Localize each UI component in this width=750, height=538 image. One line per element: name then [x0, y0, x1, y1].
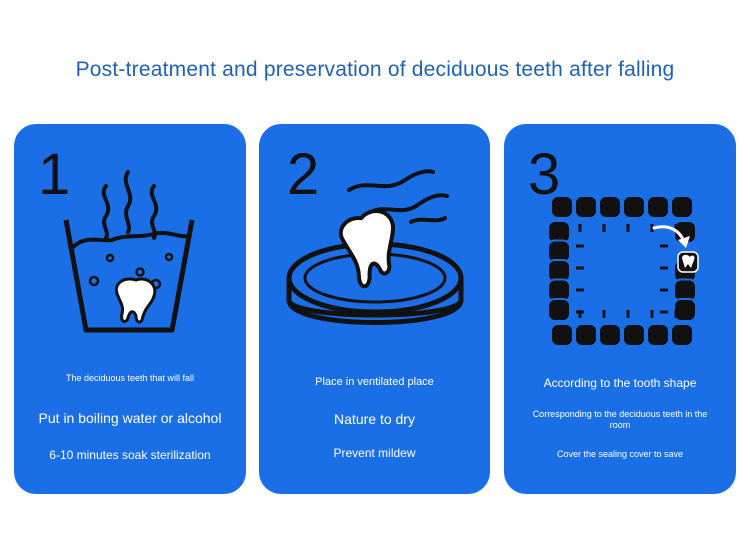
step-line-1: The deciduous teeth that will fall	[65, 373, 195, 383]
step-card-2: 2 Place in ventilated place Nature to dr…	[259, 124, 490, 494]
boiling-bowl-with-tooth-icon	[63, 170, 195, 333]
tooth-slot	[598, 323, 622, 347]
step-number: 2	[287, 142, 320, 207]
tooth-slot	[670, 195, 694, 219]
slot-tick	[578, 224, 582, 232]
tooth-slot	[673, 298, 697, 322]
slot-tick	[674, 224, 678, 232]
slot-tick	[576, 244, 584, 248]
slot-tick	[602, 224, 606, 232]
tooth-slot	[670, 323, 694, 347]
step-line-2: Nature to dry	[334, 411, 415, 427]
step-line-2: Put in boiling water or alcohol	[38, 410, 222, 426]
step-line-1: According to the tooth shape	[543, 376, 697, 390]
slot-tick	[602, 310, 606, 318]
slot-tick	[674, 310, 678, 318]
slot-tick	[650, 310, 654, 318]
slot-tick	[576, 310, 584, 314]
page-title: Post-treatment and preservation of decid…	[75, 58, 675, 81]
slot-tick	[660, 288, 668, 292]
step-card-1: 1 The deciduous teeth that will fall Put…	[14, 124, 246, 494]
slot-tick	[660, 244, 668, 248]
slot-tick	[660, 310, 668, 314]
slot-tick	[626, 310, 630, 318]
slot-tick	[660, 266, 668, 270]
slot-tick	[650, 224, 654, 232]
tooth-slot	[574, 195, 598, 219]
drying-dish-with-tooth-icon	[286, 169, 464, 325]
step-line-3: Cover the sealing cover to save	[556, 449, 684, 459]
step-line-3: 6-10 minutes soak sterilization	[49, 448, 211, 462]
tooth-slot	[574, 323, 598, 347]
tooth-slot	[622, 323, 646, 347]
slot-tick	[578, 310, 582, 318]
step-card-3: 3 According to the tooth shape Correspon…	[504, 124, 736, 494]
slot-tick	[576, 288, 584, 292]
slot-tick	[576, 266, 584, 270]
tooth-slot	[646, 195, 670, 219]
separator-bar	[246, 146, 260, 472]
tooth-slot	[646, 323, 670, 347]
step-line-1: Place in ventilated place	[315, 376, 434, 388]
slot-tick	[626, 224, 630, 232]
tooth-slot	[622, 195, 646, 219]
tooth-slot	[550, 195, 574, 219]
step-number: 1	[38, 142, 71, 207]
separator-bar	[490, 146, 504, 472]
tooth-storage-box-icon	[547, 195, 699, 347]
tooth-slot	[598, 195, 622, 219]
step-line-3: Prevent mildew	[333, 446, 416, 460]
step-line-2: Corresponding to the deciduous teeth in …	[532, 409, 708, 430]
tooth-slot	[547, 298, 571, 322]
step-number: 3	[528, 142, 561, 207]
tooth-slot	[550, 323, 574, 347]
